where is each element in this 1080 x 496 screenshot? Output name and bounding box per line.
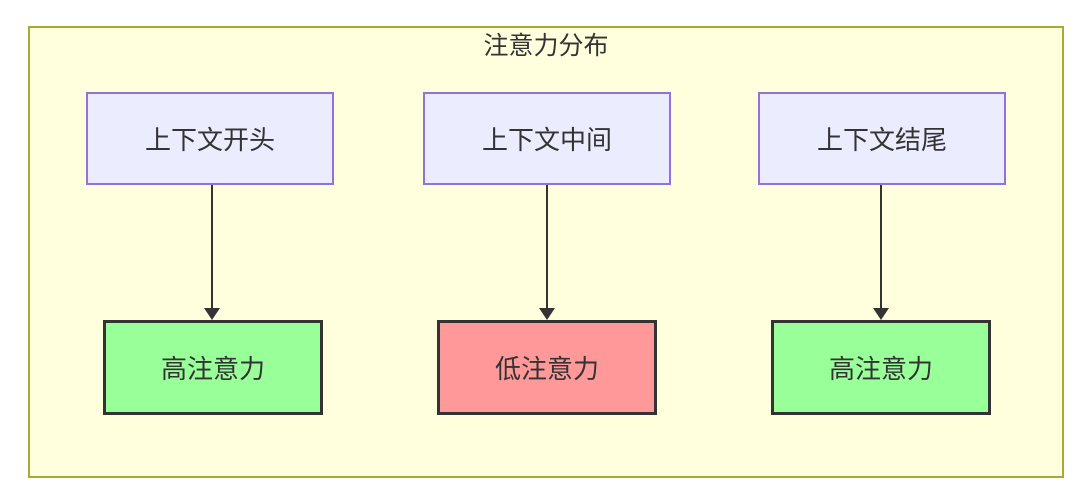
node-low-attention-middle: 低注意力	[437, 320, 657, 415]
node-context-end: 上下文结尾	[758, 92, 1006, 185]
edge-context-end-to-high-attention	[880, 185, 882, 309]
node-high-attention-start: 高注意力	[103, 320, 323, 415]
node-high-attention-end: 高注意力	[771, 320, 991, 415]
diagram-title: 注意力分布	[483, 32, 609, 60]
edge-context-start-to-high-attention	[211, 185, 213, 309]
arrowhead-icon	[873, 308, 889, 320]
node-context-middle: 上下文中间	[423, 92, 671, 185]
arrowhead-icon	[539, 308, 555, 320]
node-context-start: 上下文开头	[86, 92, 334, 185]
arrowhead-icon	[204, 308, 220, 320]
edge-context-middle-to-low-attention	[546, 185, 548, 309]
